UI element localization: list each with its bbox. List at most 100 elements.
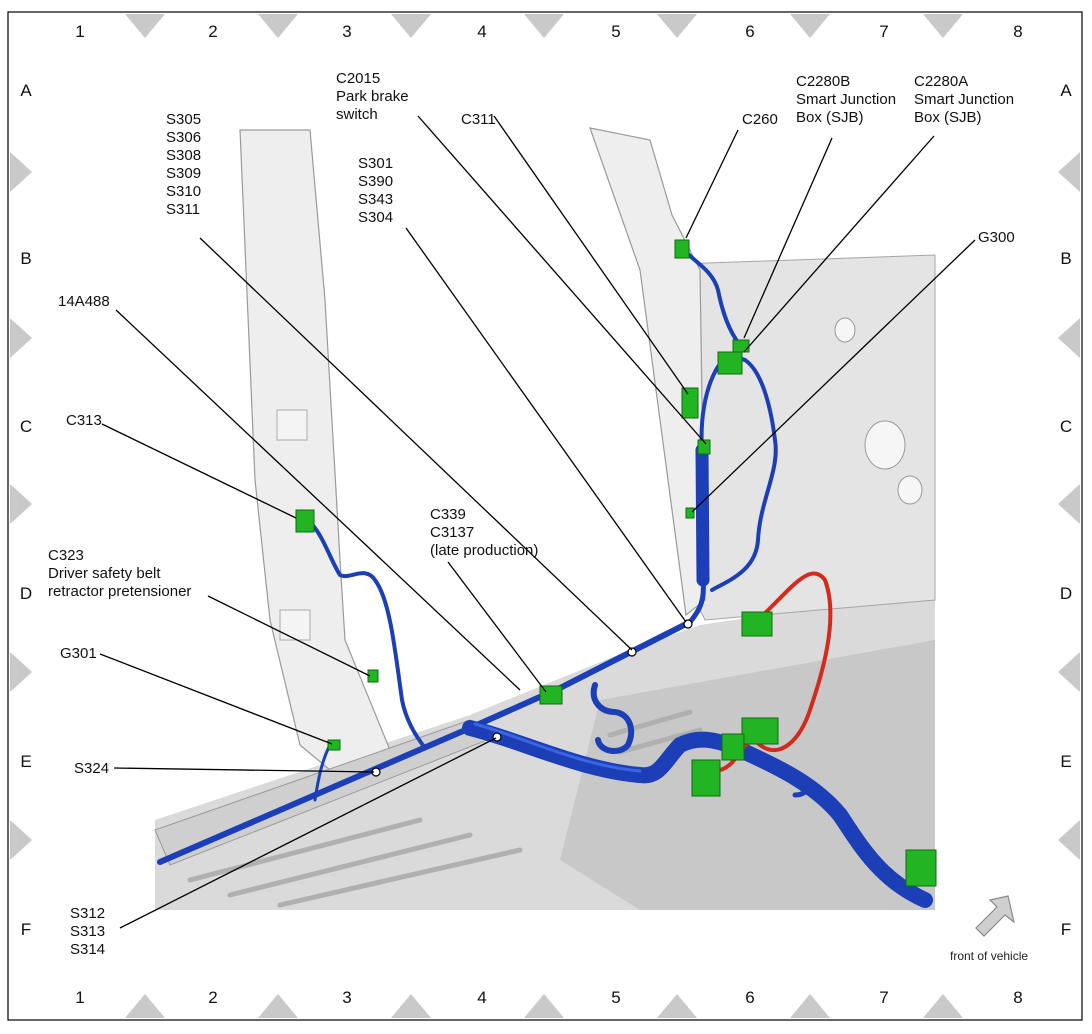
callout-c323: C323 Driver safety belt retractor preten…: [48, 547, 191, 600]
col-label-2-top: 2: [208, 22, 217, 41]
harness-floor-duct: [462, 720, 933, 908]
callout-c311: C311: [461, 111, 496, 128]
col-label-4-top: 4: [477, 22, 486, 41]
a-pillar: [589, 127, 706, 617]
row-label-e-right: E: [1060, 752, 1071, 771]
leader-c311: [493, 115, 689, 395]
callout-g301: G301: [60, 645, 97, 662]
harness-c260-branch: [678, 243, 742, 347]
connector-floor-1: [741, 717, 779, 745]
row-label-d-right: D: [1060, 584, 1072, 603]
harness-right-loop: [737, 737, 812, 798]
callout-s324: S324: [74, 760, 109, 777]
leader-g300: [691, 239, 976, 513]
callout-c339: C339 C3137 (late production): [430, 506, 538, 559]
grid-row-labels-left: A B C D E F: [20, 81, 32, 939]
col-label-1-top: 1: [75, 22, 84, 41]
leader-s312-group: [119, 737, 497, 929]
grid-markers-left: [10, 152, 32, 860]
splice-s312-group: [492, 732, 502, 742]
col-label-8-top: 8: [1013, 22, 1022, 41]
callout-c2015: C2015 Park brake switch: [336, 70, 413, 123]
col-label-7-top: 7: [879, 22, 888, 41]
firewall-hole-large: [864, 420, 906, 470]
col-label-5-top: 5: [611, 22, 620, 41]
col-label-3-top: 3: [342, 22, 351, 41]
b-pillar-bracket-lower: [279, 609, 311, 641]
harness-a-pillar-lower: [687, 577, 706, 625]
leader-c339: [447, 561, 547, 693]
row-label-f-left: F: [21, 920, 31, 939]
grid-markers-bottom: [125, 994, 963, 1018]
connector-ground-upper: [741, 611, 773, 637]
connector-right-edge: [905, 849, 937, 887]
harness-duct-highlight: [473, 722, 642, 773]
row-label-b-right: B: [1060, 249, 1071, 268]
row-label-b-left: B: [20, 249, 31, 268]
connector-g300: [685, 507, 695, 519]
callout-g300: G300: [978, 229, 1015, 246]
col-label-3-bottom: 3: [342, 988, 351, 1007]
firewall-hole-top: [834, 317, 856, 343]
row-label-a-left: A: [20, 81, 32, 100]
col-label-1-bottom: 1: [75, 988, 84, 1007]
callout-s305-group: S305 S306 S308 S309 S310 S311: [166, 111, 205, 218]
leader-14a488: [115, 309, 521, 691]
callout-c2280b: C2280B Smart Junction Box (SJB): [796, 73, 900, 126]
leader-g301: [99, 653, 333, 745]
connector-c260: [674, 239, 690, 259]
grid-column-labels-bottom: 1 2 3 4 5 6 7 8: [75, 988, 1022, 1007]
col-label-6-top: 6: [745, 22, 754, 41]
callout-c2280a: C2280A Smart Junction Box (SJB): [914, 73, 1018, 126]
row-label-c-left: C: [20, 417, 32, 436]
front-of-vehicle-indicator: front of vehicle: [950, 895, 1028, 963]
connector-c2280a: [717, 351, 743, 375]
col-label-5-bottom: 5: [611, 988, 620, 1007]
diagram-frame: [7, 11, 1083, 1021]
connector-c311: [681, 387, 699, 419]
b-pillar-bracket-upper: [276, 409, 308, 441]
leader-c323: [207, 595, 371, 677]
leader-s305-group: [199, 237, 633, 651]
leader-c2280b: [743, 137, 833, 339]
callout-c313: C313: [66, 412, 102, 429]
grid-column-labels-top: 1 2 3 4 5 6 7 8: [75, 22, 1022, 41]
wiring-harness: [157, 243, 933, 908]
harness-b-pillar-run: [303, 518, 427, 750]
direction-label: front of vehicle: [950, 949, 1028, 963]
splice-markers: [371, 619, 693, 777]
harness-c339-loop: [590, 682, 635, 754]
row-label-d-left: D: [20, 584, 32, 603]
row-label-f-right: F: [1061, 920, 1071, 939]
row-label-a-right: A: [1060, 81, 1072, 100]
callout-c260: C260: [742, 111, 778, 128]
row-label-e-left: E: [20, 752, 31, 771]
col-label-6-bottom: 6: [745, 988, 754, 1007]
leader-c313: [101, 423, 297, 519]
connectors: [295, 239, 937, 887]
harness-a-pillar-trunk: [695, 443, 710, 587]
connector-floor-2: [721, 733, 745, 761]
connector-c323: [367, 669, 379, 683]
leader-c2015: [417, 115, 707, 445]
row-label-c-right: C: [1060, 417, 1072, 436]
col-label-4-bottom: 4: [477, 988, 486, 1007]
harness-sjb-loop: [710, 358, 778, 592]
connector-c313: [295, 509, 315, 533]
leader-s301-group: [405, 227, 687, 623]
leader-c260: [685, 129, 739, 239]
callout-s301-group: S301 S390 S343 S304: [358, 155, 397, 226]
splice-s305-group: [627, 647, 637, 657]
direction-arrow-icon: [975, 895, 1015, 937]
grid-markers-right: [1058, 152, 1080, 860]
grid-markers-top: [125, 14, 963, 38]
floor-center-panel: [560, 640, 935, 910]
connector-c2015: [697, 439, 711, 455]
leader-c2280a: [743, 135, 935, 353]
floor-ribs: [187, 709, 703, 908]
connector-g301: [327, 739, 341, 751]
firewall-hole-small: [897, 475, 923, 505]
grid-row-labels-right: A B C D E F: [1060, 81, 1072, 939]
callout-14a488: 14A488: [58, 293, 110, 310]
connector-floor-3: [691, 759, 721, 797]
